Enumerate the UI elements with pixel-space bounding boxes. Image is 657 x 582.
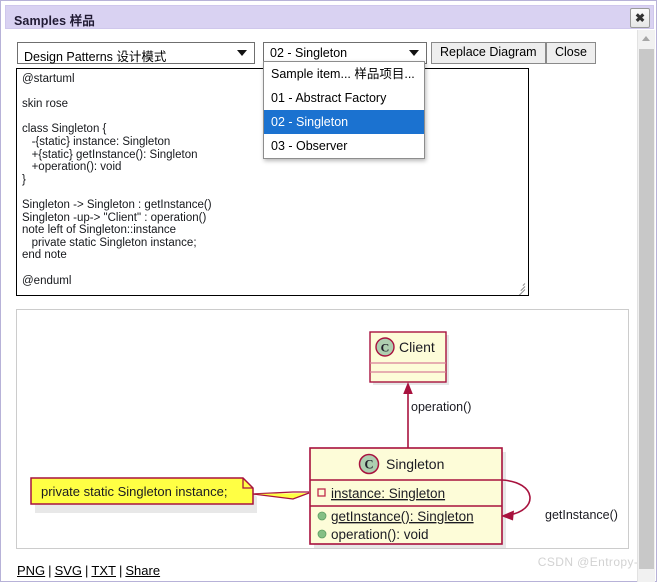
relation-label-getinstance: getInstance() [545, 508, 618, 522]
class-name-client: Client [399, 339, 435, 355]
export-link-share[interactable]: Share [125, 563, 161, 578]
note-text: private static Singleton instance; [41, 484, 227, 499]
export-links: PNG|SVG|TXT|Share [17, 563, 160, 578]
resize-grip-icon[interactable] [513, 280, 527, 295]
sample-select[interactable]: 02 - Singleton [263, 42, 427, 64]
link-separator: | [118, 563, 123, 578]
dialog-close-button[interactable]: ✖ [630, 8, 650, 28]
category-select-value: Design Patterns 设计模式 [24, 50, 167, 64]
class-stereotype-icon [358, 453, 380, 475]
member-marker-private [317, 488, 326, 497]
vertical-scrollbar[interactable] [637, 30, 655, 582]
sample-select-dropdown[interactable]: Sample item... 样品项目... 01 - Abstract Fac… [263, 61, 425, 159]
close-button[interactable]: Close [546, 42, 596, 64]
export-link-svg[interactable]: SVG [54, 563, 83, 578]
csdn-watermark: CSDN @Entropy-G [537, 555, 648, 569]
class-method-getinstance: getInstance(): Singleton [331, 509, 474, 524]
relation-operation: operation() [403, 382, 471, 448]
member-marker-public [317, 529, 327, 539]
export-link-png[interactable]: PNG [17, 563, 46, 578]
class-icon-letter: C [381, 341, 390, 355]
class-box-singleton: C Singleton instance: Singleton getInsta… [309, 447, 506, 548]
diagram-preview-panel: C Client operation() C Singleton [16, 309, 629, 549]
category-select[interactable]: Design Patterns 设计模式 [17, 42, 255, 64]
export-link-txt[interactable]: TXT [91, 563, 116, 578]
dropdown-option-3[interactable]: 03 - Observer [271, 139, 348, 153]
dropdown-option-1[interactable]: 01 - Abstract Factory [271, 91, 387, 105]
member-marker-public [317, 511, 327, 521]
class-method-operation: operation(): void [331, 527, 429, 542]
sample-select-value: 02 - Singleton [270, 46, 348, 60]
dropdown-option-2[interactable]: 02 - Singleton [264, 110, 424, 134]
diagram-note: private static Singleton instance; [30, 477, 310, 513]
link-separator: | [85, 563, 89, 578]
plantuml-code-text: @startuml skin rose class Singleton { -{… [22, 73, 212, 287]
chevron-up-icon [642, 36, 650, 41]
scrollbar-thumb[interactable] [639, 49, 654, 569]
dropdown-option-0[interactable]: Sample item... 样品项目... [271, 67, 415, 81]
relation-label-operation: operation() [411, 400, 471, 414]
dialog-titlebar: Samples 样品 ✖ [5, 5, 654, 29]
link-separator: | [48, 563, 52, 578]
class-box-client: C Client [369, 331, 449, 385]
class-stereotype-icon [375, 337, 395, 357]
uml-class-diagram: C Client operation() C Singleton [30, 331, 618, 548]
class-attribute-instance: instance: Singleton [331, 486, 445, 501]
relation-getinstance: getInstance() [501, 479, 618, 522]
scroll-up-button[interactable] [638, 30, 655, 47]
dialog-title: Samples 样品 [14, 14, 95, 28]
chevron-down-icon [237, 50, 247, 56]
chevron-down-icon [409, 50, 419, 56]
class-icon-letter: C [364, 458, 373, 472]
replace-diagram-button[interactable]: Replace Diagram [431, 42, 546, 64]
close-x-icon: ✖ [634, 11, 646, 25]
class-name-singleton: Singleton [386, 456, 444, 472]
